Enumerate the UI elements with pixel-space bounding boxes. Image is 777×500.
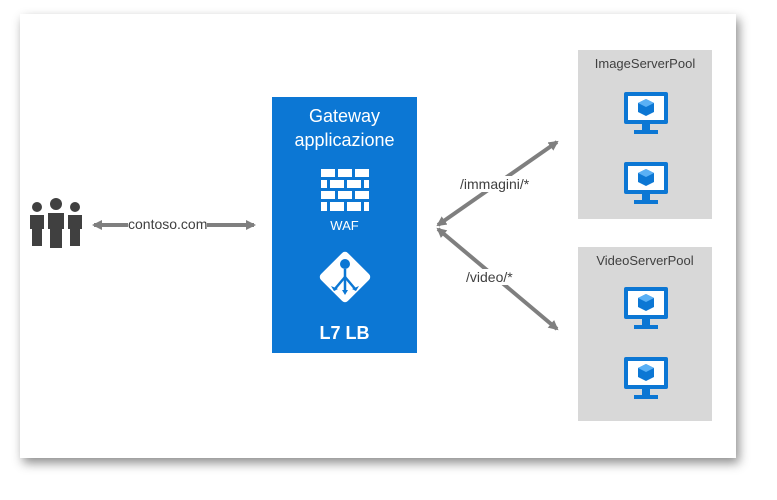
route-label-images: /immagini/* bbox=[460, 176, 530, 192]
diagram-canvas: contoso.com Gateway applicazione WAF L7 bbox=[20, 14, 736, 458]
firewall-icon bbox=[321, 169, 369, 211]
contoso-link-label: contoso.com bbox=[128, 216, 208, 232]
waf-label: WAF bbox=[330, 218, 359, 233]
gateway-title: Gateway applicazione bbox=[272, 104, 417, 152]
application-gateway: Gateway applicazione WAF L7 LB bbox=[272, 97, 417, 353]
image-pool-name: ImageServerPool bbox=[594, 56, 696, 71]
video-pool-name: VideoServerPool bbox=[596, 253, 694, 268]
gateway-title-line1: Gateway bbox=[308, 106, 381, 126]
vm-monitor-icon bbox=[624, 357, 668, 399]
video-server-pool: VideoServerPool bbox=[578, 247, 712, 421]
people-icon bbox=[30, 198, 82, 248]
vm-monitor-icon bbox=[624, 162, 668, 204]
gateway-title-line2: applicazione bbox=[294, 130, 395, 150]
vm-monitor-icon bbox=[624, 287, 668, 329]
l7-lb-label: L7 LB bbox=[319, 323, 370, 343]
vm-monitor-icon bbox=[624, 92, 668, 134]
image-server-pool: ImageServerPool bbox=[578, 50, 712, 219]
load-balancer-icon bbox=[319, 251, 371, 303]
route-label-video: /video/* bbox=[466, 269, 513, 285]
